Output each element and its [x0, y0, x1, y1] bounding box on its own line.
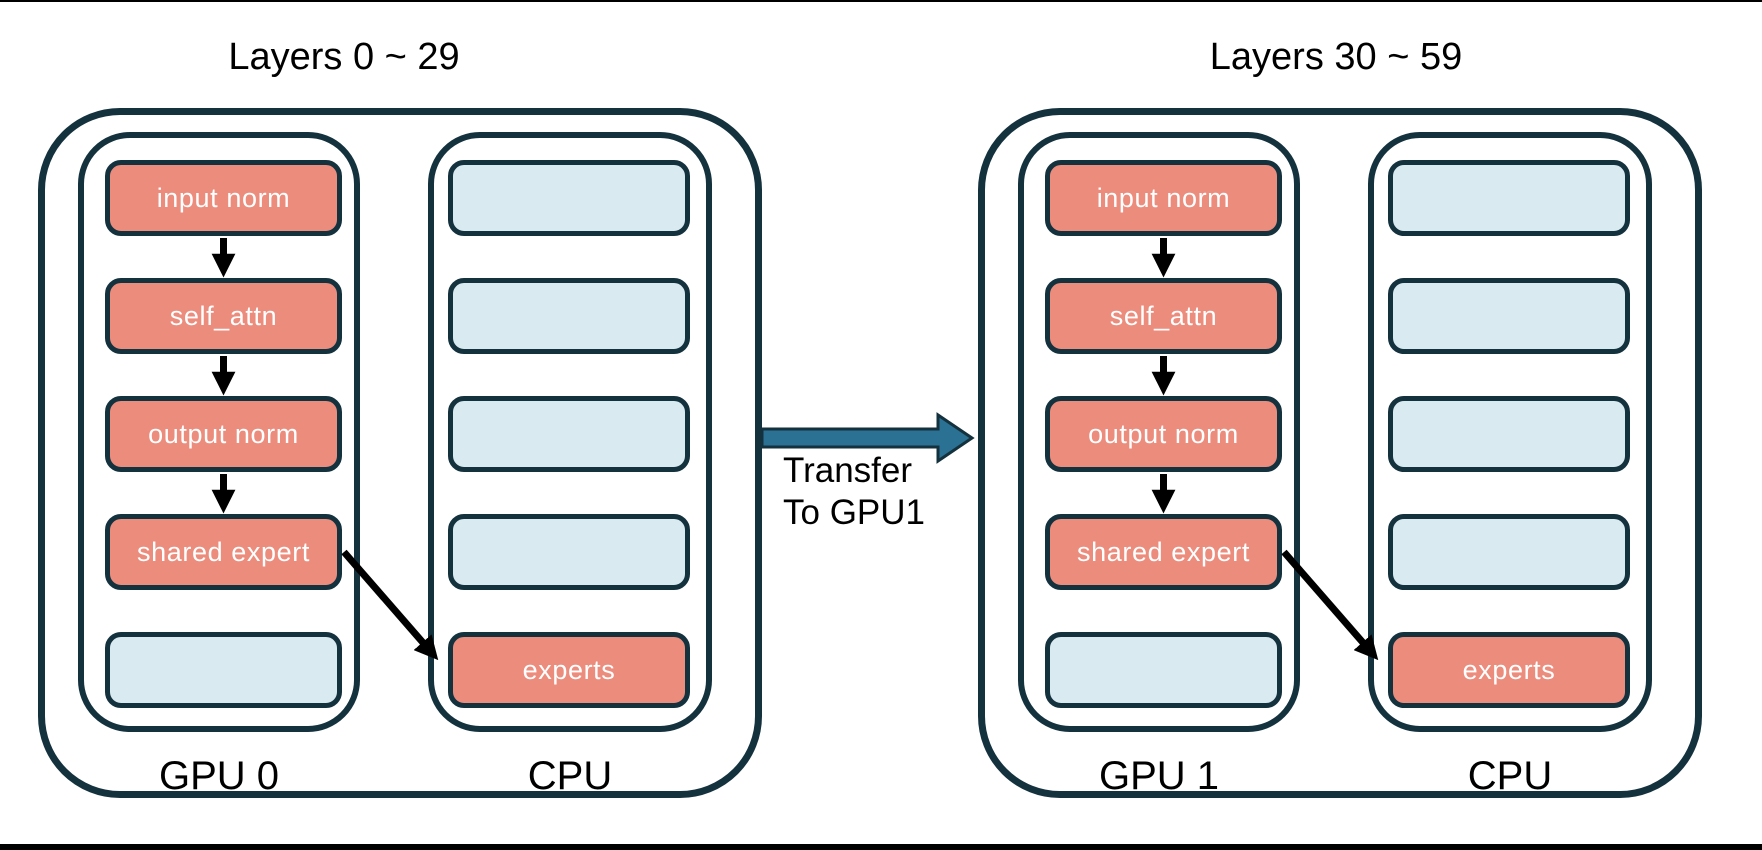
group-title-layers-0-29: Layers 0 ~ 29 [228, 36, 460, 78]
module-self-attn: self_attn [1045, 278, 1282, 354]
transfer-label: Transfer To GPU1 [783, 450, 925, 534]
module-input-norm: input norm [1045, 160, 1282, 236]
cpu-label-left: CPU [527, 754, 613, 798]
empty-slot [1045, 632, 1282, 708]
empty-slot [448, 278, 690, 354]
flow-arrows-gpu0 [211, 238, 439, 661]
empty-slot [1388, 160, 1630, 236]
expert-offload-arrow [341, 549, 439, 661]
empty-slot [1388, 396, 1630, 472]
module-shared-expert: shared expert [1045, 514, 1282, 590]
module-experts: experts [1388, 632, 1630, 708]
module-experts: experts [448, 632, 690, 708]
module-self-attn: self_attn [105, 278, 342, 354]
transfer-label-line2: To GPU1 [783, 493, 925, 532]
empty-slot [448, 396, 690, 472]
group-title-layers-30-59: Layers 30 ~ 59 [1209, 36, 1463, 78]
gpu0-label: GPU 0 [158, 754, 280, 798]
transfer-label-line1: Transfer [783, 451, 913, 490]
empty-slot [1388, 514, 1630, 590]
empty-slot [1388, 278, 1630, 354]
module-output-norm: output norm [105, 396, 342, 472]
module-input-norm: input norm [105, 160, 342, 236]
empty-slot [105, 632, 342, 708]
slide-top-border [0, 0, 1762, 2]
expert-offload-arrow [1281, 549, 1379, 661]
module-output-norm: output norm [1045, 396, 1282, 472]
flow-arrows-gpu1 [1151, 238, 1379, 661]
cpu-label-right: CPU [1467, 754, 1553, 798]
transfer-arrow [760, 412, 975, 464]
slide-bottom-border [0, 844, 1762, 850]
empty-slot [448, 160, 690, 236]
module-shared-expert: shared expert [105, 514, 342, 590]
empty-slot [448, 514, 690, 590]
gpu1-label: GPU 1 [1098, 754, 1220, 798]
